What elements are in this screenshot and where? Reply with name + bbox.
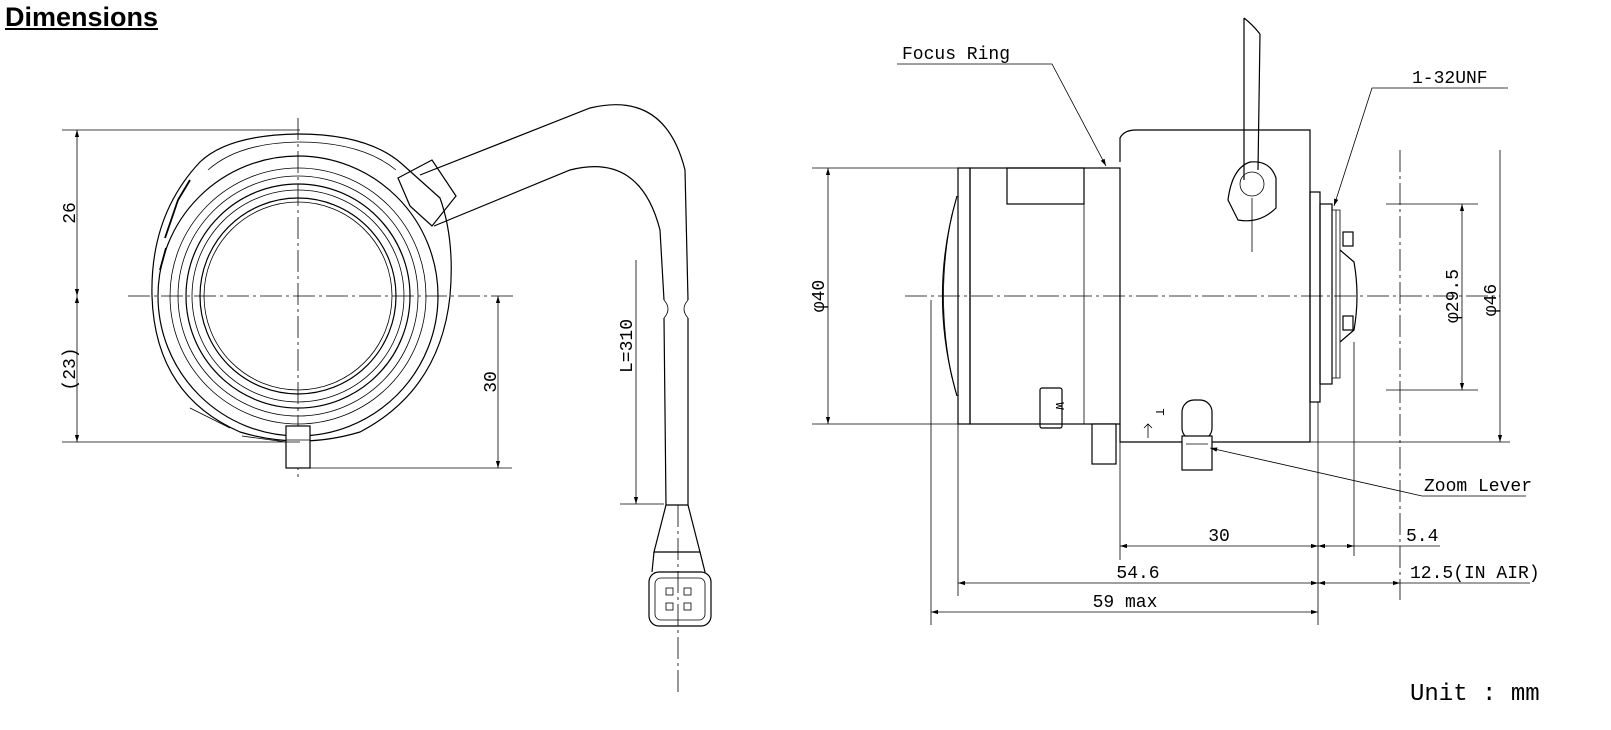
dim-label-26: 26 (61, 202, 81, 224)
dia-40-label: φ40 (810, 280, 830, 312)
side-view: W T φ40 φ29.5 (810, 17, 1540, 625)
dim-12-5-label: 12.5(IN AIR) (1410, 564, 1540, 584)
wide-mark: W (1052, 402, 1066, 410)
thread-label: 1-32UNF (1412, 69, 1488, 89)
page-title: Dimensions (5, 2, 159, 32)
front-view: 26 (23) 30 L=310 (61, 104, 712, 695)
focus-ring-label: Focus Ring (902, 45, 1010, 65)
dim-59-label: 59 max (1093, 593, 1158, 613)
dim-54-6-label: 54.6 (1116, 564, 1159, 584)
tele-mark: T (1152, 408, 1166, 415)
unit-label: Unit : mm (1410, 681, 1540, 708)
dim-30-label: 30 (1208, 527, 1230, 547)
dia-46-label: φ46 (1482, 284, 1502, 316)
zoom-lever-label: Zoom Lever (1424, 477, 1532, 497)
dia-29-5-label: φ29.5 (1444, 269, 1464, 323)
dim-5-4-label: 5.4 (1406, 527, 1438, 547)
dim-label-23: (23) (61, 347, 81, 390)
cable-length-label: L=310 (618, 319, 638, 373)
dim-label-30-front: 30 (482, 371, 502, 393)
